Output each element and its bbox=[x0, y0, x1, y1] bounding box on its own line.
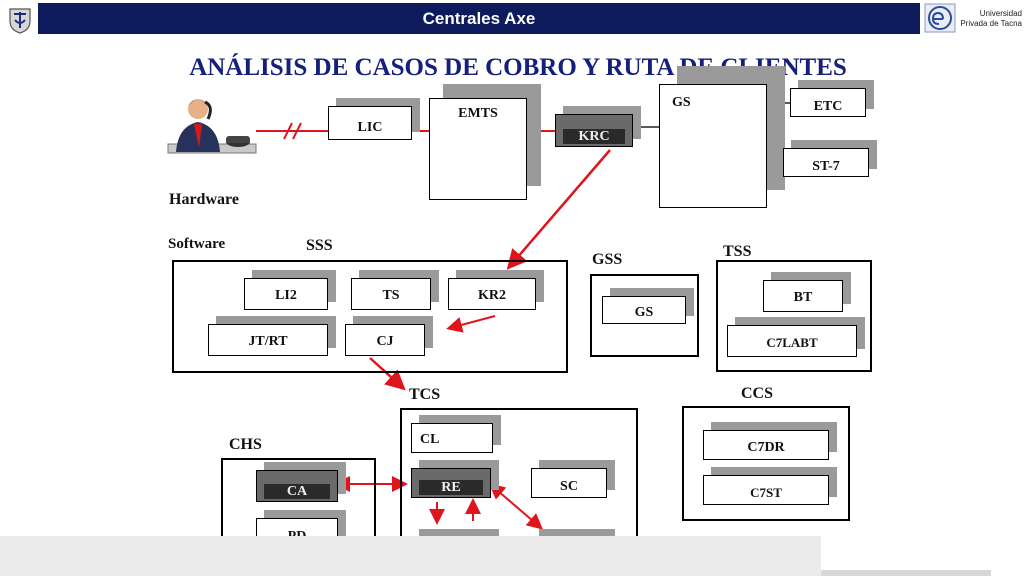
gs-cabinet-label: GS bbox=[672, 95, 691, 110]
re-block: RE bbox=[411, 468, 491, 498]
ca-label: CA bbox=[286, 484, 308, 499]
st7-block: ST-7 bbox=[783, 148, 869, 177]
gss-gs-block: GS bbox=[602, 296, 686, 324]
lic-block: LIC bbox=[328, 106, 412, 140]
university-crest-icon bbox=[6, 6, 34, 34]
ca-block: CA bbox=[256, 470, 338, 502]
li2-block: LI2 bbox=[244, 278, 328, 310]
sc-label: SC bbox=[560, 479, 578, 494]
emts-block: EMTS bbox=[429, 98, 527, 200]
university-logo-icon bbox=[924, 3, 956, 33]
footer-bar-accent bbox=[821, 570, 991, 576]
c7labt-label: C7LABT bbox=[766, 335, 818, 350]
jt-rt-block: JT/RT bbox=[208, 324, 328, 356]
kr2-to-cj-arrow bbox=[446, 315, 496, 333]
li2-label: LI2 bbox=[275, 288, 297, 303]
hardware-label: Hardware bbox=[169, 191, 239, 208]
c7st-block: C7ST bbox=[703, 475, 829, 505]
tss-group bbox=[716, 260, 872, 372]
cl-block: CL bbox=[411, 423, 493, 453]
c7st-label: C7ST bbox=[750, 485, 782, 500]
st7-label: ST-7 bbox=[812, 159, 840, 174]
kr2-label: KR2 bbox=[478, 288, 506, 303]
jt-rt-label: JT/RT bbox=[248, 334, 288, 349]
c7labt-block: C7LABT bbox=[727, 325, 857, 357]
tss-label: TSS bbox=[723, 243, 752, 260]
kr2-block: KR2 bbox=[448, 278, 536, 310]
trunk-break-mark-2 bbox=[292, 122, 302, 140]
c7dr-block: C7DR bbox=[703, 430, 829, 460]
university-name: Universidad Privada de Tacna bbox=[958, 9, 1022, 29]
bt-label: BT bbox=[793, 290, 813, 305]
etc-block: ETC bbox=[790, 88, 866, 117]
sss-label: SSS bbox=[306, 237, 333, 254]
header-title: Centrales Axe bbox=[422, 9, 536, 28]
etc-label: ETC bbox=[813, 99, 843, 114]
chs-label: CHS bbox=[229, 436, 262, 453]
university-name-line2: Privada de Tacna bbox=[960, 19, 1022, 28]
gss-gs-label: GS bbox=[634, 305, 654, 320]
gs-cabinet-block: GS bbox=[659, 84, 767, 208]
footer-bar bbox=[0, 536, 821, 576]
krc-label: KRC bbox=[578, 129, 610, 144]
sc-block: SC bbox=[531, 468, 607, 498]
header-bar: Centrales Axe bbox=[38, 3, 920, 34]
cj-label: CJ bbox=[376, 334, 394, 349]
gss-label: GSS bbox=[592, 251, 623, 268]
ccs-group bbox=[682, 406, 850, 521]
slide-title: ANÁLISIS DE CASOS DE COBRO Y RUTA DE CLI… bbox=[189, 54, 847, 81]
tcs-label: TCS bbox=[409, 386, 441, 403]
krc-block: KRC bbox=[555, 114, 633, 147]
telephone-user-icon bbox=[158, 92, 258, 168]
ts-label: TS bbox=[382, 288, 400, 303]
krc-to-kr2-arrow bbox=[506, 149, 611, 270]
cl-label: CL bbox=[420, 432, 440, 447]
re-label: RE bbox=[441, 480, 461, 495]
ts-block: TS bbox=[351, 278, 431, 310]
software-label: Software bbox=[168, 236, 226, 252]
re-ra-arrow bbox=[488, 483, 544, 530]
bt-block: BT bbox=[763, 280, 843, 312]
tcs-group bbox=[400, 408, 638, 576]
sss-group bbox=[172, 260, 568, 373]
c7dr-label: C7DR bbox=[747, 440, 785, 455]
trunk-break-mark-1 bbox=[283, 122, 293, 140]
cj-block: CJ bbox=[345, 324, 425, 356]
lic-label: LIC bbox=[357, 120, 383, 135]
ccs-label: CCS bbox=[741, 385, 774, 402]
gss-group bbox=[590, 274, 699, 357]
emts-label: EMTS bbox=[458, 106, 498, 121]
university-name-line1: Universidad bbox=[979, 9, 1022, 18]
